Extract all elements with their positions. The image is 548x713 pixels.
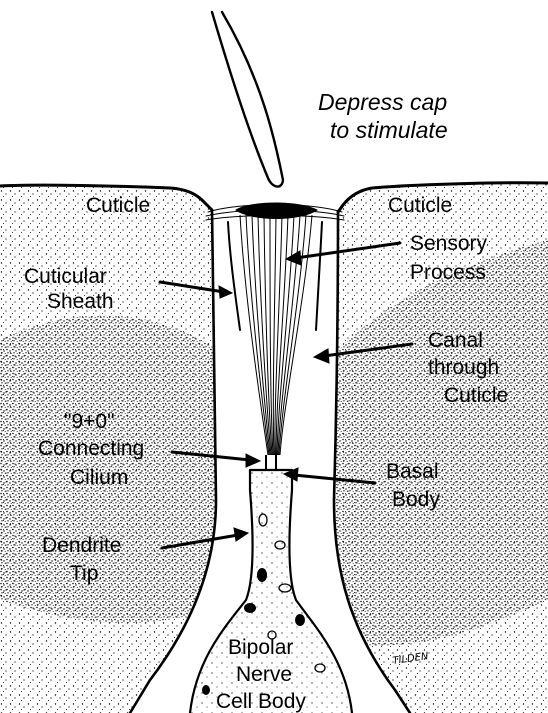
label-cilium-line1: "9+0" <box>64 410 115 433</box>
label-cilium-line2: Connecting <box>38 437 144 460</box>
caption-line-1: Depress cap <box>318 89 447 115</box>
cuticular-sheath-left <box>228 222 240 330</box>
label-basal-body-line2: Body <box>392 488 440 511</box>
label-cilium-line3: Cilium <box>70 466 128 489</box>
label-cuticle-right: Cuticle <box>388 194 452 217</box>
label-cuticular-sheath-line1: Cuticular <box>24 265 107 288</box>
label-cell-body-line2: Nerve <box>236 663 292 686</box>
label-sensory-process-line1: Sensory <box>410 232 488 255</box>
basal-body <box>266 455 276 470</box>
label-canal-line2: through <box>428 356 499 379</box>
label-basal-body-line1: Basal <box>386 460 439 483</box>
label-dendrite-tip-line1: Dendrite <box>42 534 121 557</box>
label-dendrite-tip-line2: Tip <box>70 562 98 585</box>
label-canal-line3: Cuticle <box>444 384 508 407</box>
label-cuticular-sheath-line2: Sheath <box>47 290 114 313</box>
stimulus-probe <box>212 12 283 187</box>
label-canal-line1: Canal <box>428 329 483 352</box>
label-sensory-process-line2: Process <box>410 261 486 284</box>
sensory-process-fibres <box>240 215 312 455</box>
cuticular-sheath-right <box>316 222 322 330</box>
label-cuticle-left: Cuticle <box>86 194 150 217</box>
sensillum-cap <box>206 203 344 221</box>
label-cell-body-line3: Cell Body <box>216 690 306 713</box>
label-cell-body-line1: Bipolar <box>228 636 293 659</box>
caption-line-2: to stimulate <box>330 117 448 143</box>
